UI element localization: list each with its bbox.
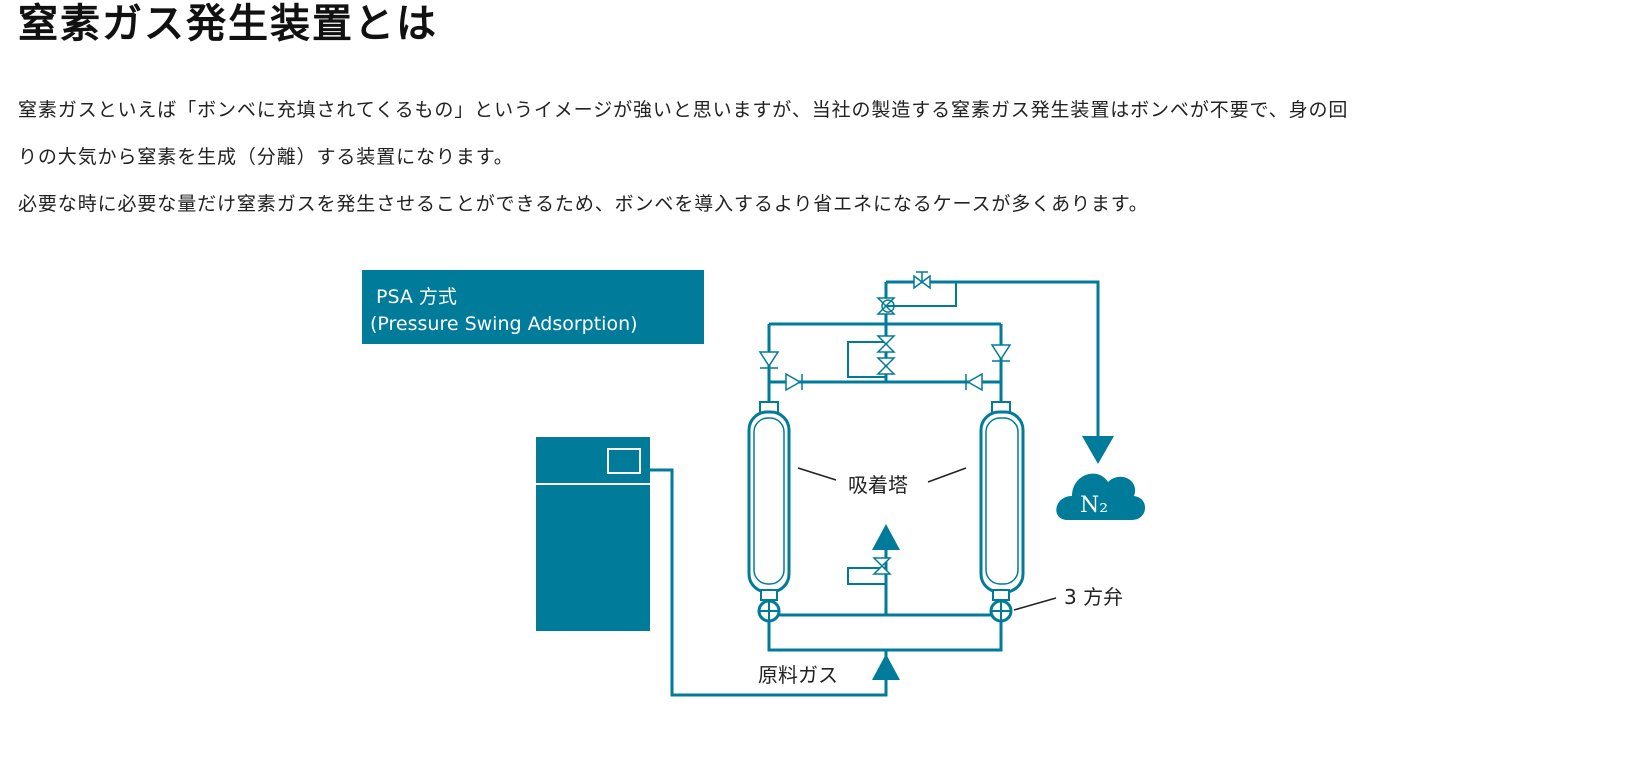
check-valve-icon xyxy=(965,372,983,392)
adsorption-tower-icon xyxy=(979,401,1025,601)
intro-paragraph-line-1: 窒素ガスといえば「ボンベに充填されてくるもの」というイメージが強いと思いますが、… xyxy=(18,99,1349,121)
cloud-icon xyxy=(1056,473,1146,520)
check-valve-icon xyxy=(785,372,803,392)
three-way-valve-icon xyxy=(757,599,781,623)
needle-valve-icon xyxy=(876,335,896,353)
intro-paragraph-line-2: りの大気から窒素を生成（分離）する装置になります。 xyxy=(18,146,514,168)
intro-paragraph-line-3: 必要な時に必要な量だけ窒素ガスを発生させることができるため、ボンベを導入するより… xyxy=(18,193,1149,215)
needle-valve-icon xyxy=(876,297,896,315)
feed-pipe xyxy=(650,468,888,697)
needle-valve-icon xyxy=(913,271,931,290)
check-valve-icon xyxy=(758,351,780,369)
bottom-manifold xyxy=(767,622,1003,652)
exhaust-arrow-icon xyxy=(872,524,900,550)
output-arrow-icon xyxy=(1082,436,1114,464)
three-way-valve-label: 3 方弁 xyxy=(1064,585,1123,609)
method-label-line-1: PSA 方式 xyxy=(376,286,457,308)
raw-gas-label: 原料ガス xyxy=(758,663,838,687)
check-valve-icon xyxy=(990,344,1012,362)
adsorption-tower-icon xyxy=(747,401,791,601)
page-title: 窒素ガス発生装置とは xyxy=(18,1,438,47)
three-way-valve-icon xyxy=(989,599,1013,623)
method-label-box xyxy=(362,270,704,344)
compressor-icon xyxy=(536,437,650,631)
needle-valve-icon xyxy=(872,557,892,575)
method-label-line-2: (Pressure Swing Adsorption) xyxy=(370,313,638,335)
nitrogen-label: N₂ xyxy=(1080,493,1108,518)
needle-valve-icon xyxy=(876,357,896,375)
adsorption-tower-label: 吸着塔 xyxy=(848,473,908,497)
